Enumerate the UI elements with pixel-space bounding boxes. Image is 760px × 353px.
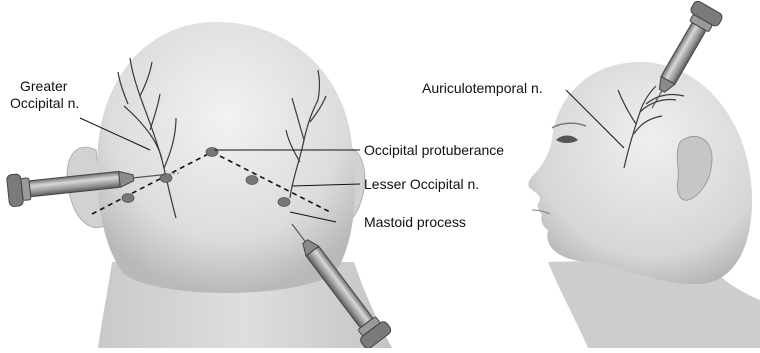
occipital-protuberance-point	[206, 148, 218, 157]
left-lateral-point	[122, 194, 134, 203]
label-lesser-occipital: Lesser Occipital n.	[364, 176, 479, 193]
lesser-occipital-point	[246, 176, 258, 185]
mastoid-process-point	[278, 198, 290, 207]
label-mastoid-process: Mastoid process	[364, 214, 466, 231]
label-auriculotemporal: Auriculotemporal n.	[422, 80, 543, 97]
lateral-head	[528, 62, 760, 348]
label-greater-occipital-line2: Occipital n.	[10, 95, 79, 112]
label-greater-occipital-line1: Greater	[20, 78, 67, 95]
label-occipital-protuberance: Occipital protuberance	[364, 142, 504, 159]
lateral-head-shape	[528, 62, 752, 284]
